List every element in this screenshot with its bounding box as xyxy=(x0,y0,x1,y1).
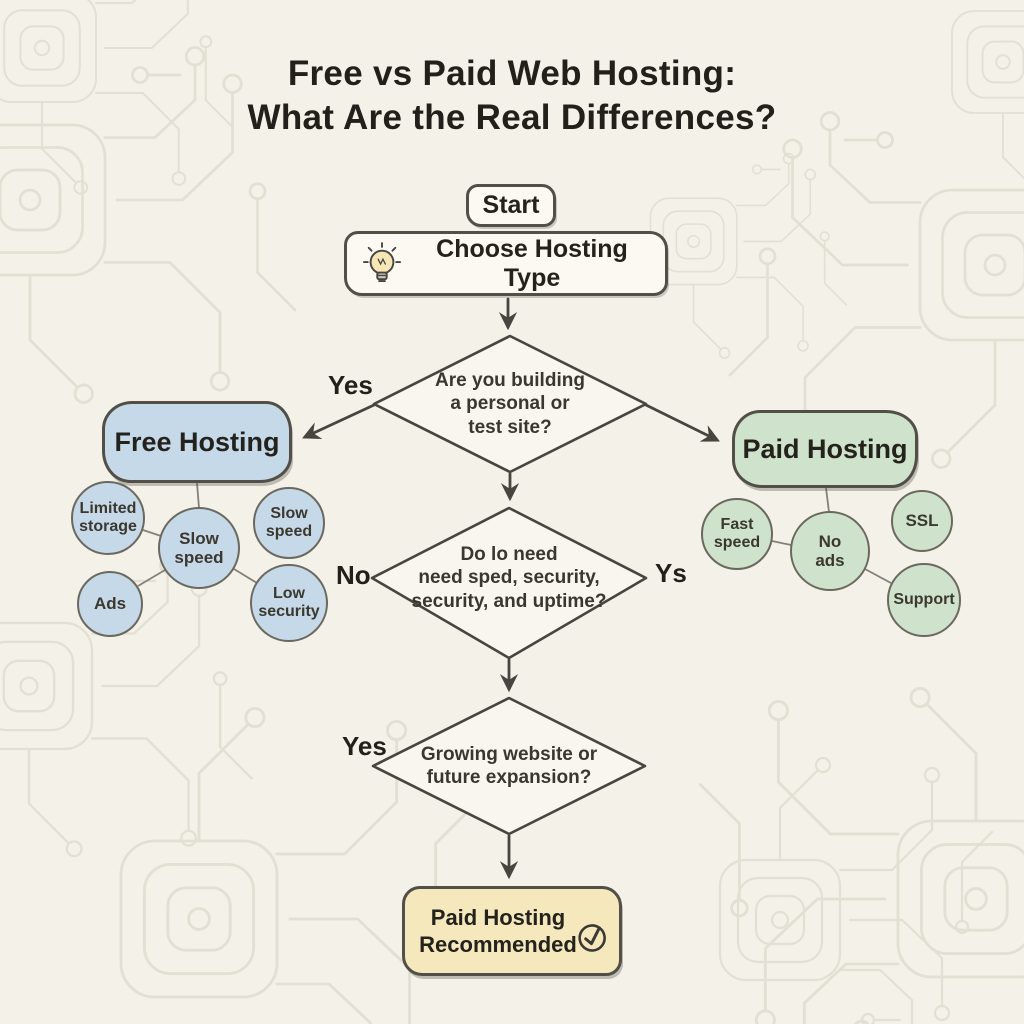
decision-1-text: Are you building a personal or test site… xyxy=(435,370,585,438)
choose-hosting-node: Choose Hosting Type xyxy=(344,231,668,296)
free-hosting-label: Free Hosting xyxy=(114,426,280,457)
paid-hosting-label: Paid Hosting xyxy=(742,433,908,464)
checkmark-icon xyxy=(575,920,609,959)
free-bubble-limited-storage: Limited storage xyxy=(71,481,145,555)
paid-bubble-fast-speed: Fast speed xyxy=(701,498,773,570)
paid-bubble-ssl: SSL xyxy=(891,490,953,552)
free-bubble-slow-speed-right: Slow speed xyxy=(253,487,325,559)
start-label: Start xyxy=(482,191,540,219)
result-label: Paid Hosting Recommended xyxy=(419,904,577,958)
free-bubble-slow-speed-center: Slow speed xyxy=(158,507,240,589)
decision-2-text: Do lo need need sped, security, security… xyxy=(411,544,607,612)
decision-1-yes-label: Yes xyxy=(328,370,373,400)
start-node: Start xyxy=(466,184,556,227)
free-bubble-low-security: Low security xyxy=(250,564,328,642)
free-bubble-ads: Ads xyxy=(77,571,143,637)
free-hosting-box: Free Hosting xyxy=(102,401,292,483)
page-title: Free vs Paid Web Hosting: What Are the R… xyxy=(247,54,777,137)
decision-3-text: Growing website or future expansion? xyxy=(420,743,598,788)
paid-bubble-no-ads: No ads xyxy=(790,511,870,591)
decision-3-yes-label: Yes xyxy=(342,731,387,761)
decision-2-yes-label: Ys xyxy=(655,558,687,588)
paid-bubble-support: Support xyxy=(887,563,961,637)
result-node: Paid Hosting Recommended xyxy=(402,886,622,976)
paid-hosting-box: Paid Hosting xyxy=(732,410,918,488)
decision-2-no-label: No xyxy=(336,560,371,590)
choose-hosting-label: Choose Hosting Type xyxy=(436,234,628,292)
lightbulb-icon xyxy=(363,241,401,286)
